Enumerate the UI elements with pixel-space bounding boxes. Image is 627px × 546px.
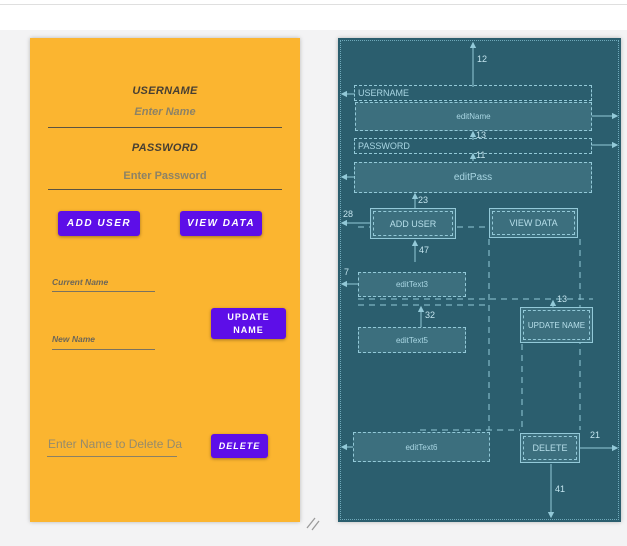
current-name-underline — [52, 291, 155, 292]
new-name-underline — [52, 349, 155, 350]
margin-adduser-left: 28 — [343, 209, 354, 219]
margin-editname: 13 — [476, 130, 487, 140]
password-label[interactable]: PASSWORD — [131, 142, 199, 154]
view-data-button[interactable]: VIEW DATA — [180, 211, 262, 236]
blueprint-surface[interactable]: USERNAME editName PASSWORD editPass ADD … — [338, 38, 621, 522]
margin-delete-bottom: 41 — [555, 484, 566, 494]
bp-delete-button[interactable]: DELETE — [520, 433, 580, 463]
margin-updatename-top: 13 — [557, 294, 568, 304]
username-label[interactable]: USERNAME — [132, 85, 198, 97]
update-name-button[interactable]: UPDATE NAME — [211, 308, 286, 339]
editor-top-bar — [0, 0, 627, 30]
margin-edittext3-left: 7 — [344, 267, 350, 277]
margin-adduser-bottom: 47 — [419, 245, 430, 255]
margin-edittext5-top: 32 — [425, 310, 436, 320]
password-underline — [48, 189, 282, 190]
bp-editname-edittext[interactable]: editName — [355, 102, 592, 131]
username-input[interactable]: Enter Name — [134, 106, 196, 118]
delete-name-input[interactable]: Enter Name to Delete Da — [48, 437, 183, 451]
delete-name-underline — [47, 456, 177, 457]
new-name-input[interactable]: New Name — [52, 334, 95, 344]
margin-password: 11 — [476, 150, 486, 160]
password-input[interactable]: Enter Password — [123, 170, 207, 182]
add-user-button[interactable]: ADD USER — [58, 211, 140, 236]
bp-delete-label: DELETE — [523, 436, 577, 460]
delete-button[interactable]: DELETE — [211, 434, 268, 458]
bp-add-user-button[interactable]: ADD USER — [370, 208, 456, 239]
resize-handle-icon[interactable] — [303, 516, 321, 532]
bp-password-textview[interactable]: PASSWORD — [354, 138, 592, 154]
margin-top: 12 — [477, 54, 488, 64]
margin-delete-right: 21 — [590, 430, 601, 440]
bp-update-name-label: UPDATE NAME — [523, 310, 590, 340]
current-name-input[interactable]: Current Name — [52, 277, 109, 287]
bp-edittext3[interactable]: editText3 — [358, 272, 466, 297]
design-surface[interactable]: USERNAME Enter Name PASSWORD Enter Passw… — [30, 38, 300, 522]
bp-update-name-button[interactable]: UPDATE NAME — [520, 307, 593, 343]
window-top-border — [0, 4, 627, 5]
bp-view-data-label: VIEW DATA — [492, 211, 575, 235]
bp-edittext6[interactable]: editText6 — [353, 432, 490, 462]
bp-view-data-button[interactable]: VIEW DATA — [489, 208, 578, 238]
bp-username-textview[interactable]: USERNAME — [354, 85, 592, 101]
bp-add-user-label: ADD USER — [373, 211, 453, 236]
bp-edittext5[interactable]: editText5 — [358, 327, 466, 353]
bp-editpass-edittext[interactable]: editPass — [354, 162, 592, 193]
margin-editpass: 23 — [418, 195, 429, 205]
username-underline — [48, 127, 282, 128]
